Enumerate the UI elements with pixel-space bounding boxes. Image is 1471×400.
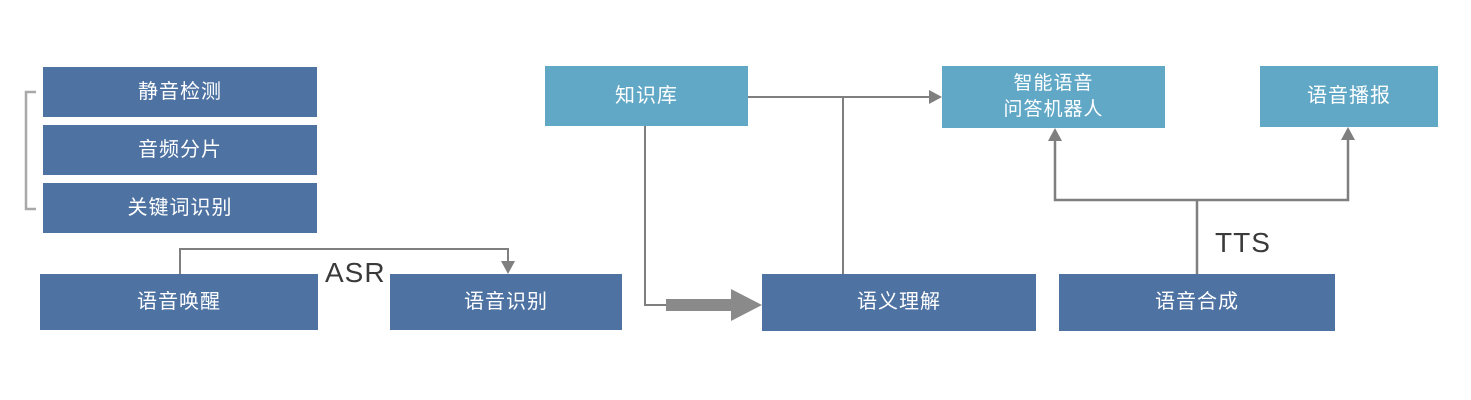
node-qa-robot: 智能语音 问答机器人 <box>942 66 1165 128</box>
node-speech-recognition-label: 语音识别 <box>464 290 548 313</box>
group-bracket <box>24 90 36 211</box>
tts-right-arrowhead-icon <box>1341 127 1355 140</box>
asr-arrow-line <box>179 248 509 274</box>
node-audio-segmentation: 音频分片 <box>43 125 317 175</box>
node-speech-recognition: 语音识别 <box>390 274 622 330</box>
node-voice-broadcast: 语音播报 <box>1260 66 1438 127</box>
tts-tree-line <box>1053 139 1350 274</box>
node-semantic-understanding-label: 语义理解 <box>857 291 941 313</box>
node-speech-synthesis-label: 语音合成 <box>1155 291 1239 313</box>
kb-to-robot-arrowhead-icon <box>929 90 942 104</box>
tts-label: TTS <box>1215 227 1271 258</box>
node-voice-wakeup: 语音唤醒 <box>40 274 318 330</box>
node-silence-detection-label: 静音检测 <box>138 80 222 103</box>
node-knowledge-base-label: 知识库 <box>615 84 678 107</box>
node-semantic-understanding: 语义理解 <box>762 274 1036 331</box>
node-silence-detection: 静音检测 <box>43 67 317 117</box>
kb-down-line <box>644 126 667 306</box>
tts-left-arrowhead-icon <box>1048 128 1062 141</box>
node-keyword-recognition: 关键词识别 <box>43 183 317 233</box>
node-audio-segmentation-label: 音频分片 <box>138 138 222 161</box>
node-knowledge-base: 知识库 <box>545 66 748 126</box>
node-keyword-recognition-label: 关键词识别 <box>127 196 233 219</box>
thick-arrow-icon <box>666 289 762 321</box>
node-speech-synthesis: 语音合成 <box>1059 274 1335 331</box>
node-qa-robot-label: 智能语音 问答机器人 <box>1003 73 1104 120</box>
node-voice-broadcast-label: 语音播报 <box>1307 85 1391 107</box>
asr-arrowhead-icon <box>501 261 515 274</box>
node-voice-wakeup-label: 语音唤醒 <box>137 290 221 313</box>
asr-label: ASR <box>325 257 386 288</box>
